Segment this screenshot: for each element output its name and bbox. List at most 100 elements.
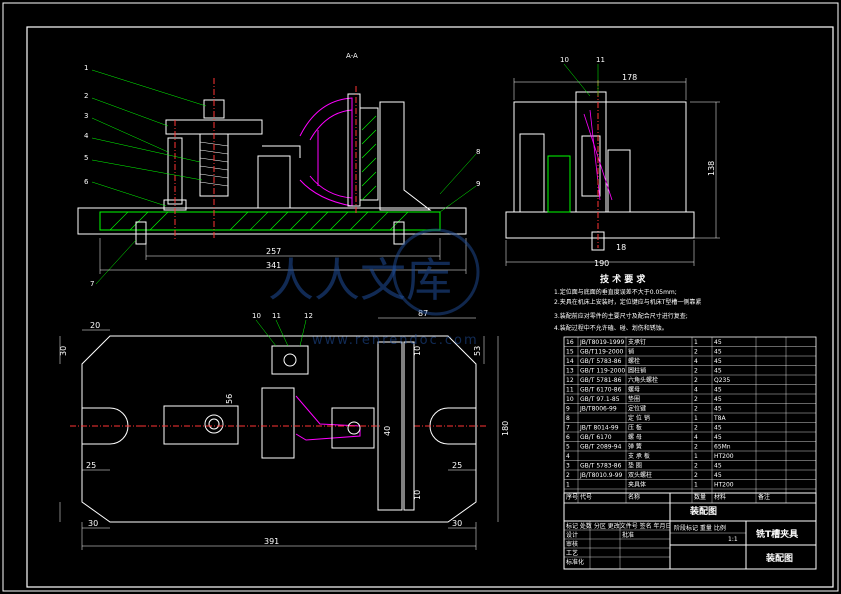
bom-cell: 45 (714, 463, 722, 470)
section-label: A-A (346, 52, 358, 60)
leader-label: 6 (84, 178, 89, 186)
bom-cell: 2 (694, 406, 698, 413)
side-view: 10 11 178 138 190 18 (505, 56, 720, 268)
leader-label: 11 (596, 56, 605, 64)
leader-label: 12 (304, 312, 313, 320)
bom-cell: JB/T8019-1999 (579, 339, 624, 346)
bom-cell: 45 (714, 406, 722, 413)
bom-cell: 弹 簧 (628, 443, 642, 451)
bom-cell: 2 (694, 377, 698, 384)
bom-cell: 4 (694, 358, 698, 365)
bom-cell: 1 (694, 415, 698, 422)
bom-cell: 45 (714, 396, 722, 403)
bom-cell: 定 位 销 (628, 414, 650, 422)
bom-cell: GB/T 119-2000 (580, 368, 625, 375)
bom-cell: 10 (566, 396, 574, 403)
bom-cell: 16 (566, 339, 574, 346)
bom-cell: 3 (566, 463, 570, 470)
bom-cell: 2 (694, 472, 698, 479)
dimension: 178 (622, 73, 637, 82)
title-row: 工艺 (566, 549, 578, 557)
bom-header: 序号 (566, 493, 578, 501)
bom-cell: 六角头螺栓 (628, 376, 658, 384)
bom-cell: 45 (714, 425, 722, 432)
front-view: A-A (77, 52, 480, 288)
dimension: 257 (266, 247, 281, 256)
bom-cell: 2 (694, 349, 698, 356)
watermark-url: www.renrendoc.com (312, 333, 479, 348)
dimension: 391 (264, 537, 279, 546)
drawing-type: 装配图 (689, 505, 717, 517)
leader-label: 10 (560, 56, 569, 64)
title-block: 装配图 铣T槽夹具 装配图 标记 处数 分区 更改文件号 签名 年月日 设计 审… (563, 492, 817, 570)
bom-cell: 11 (566, 387, 574, 394)
bom-cell: 2 (694, 368, 698, 375)
part-name: 铣T槽夹具 (756, 528, 798, 540)
dimension: 138 (707, 161, 716, 176)
bom-cell: JB/T8006-99 (579, 406, 617, 413)
bom-cell: 2 (694, 396, 698, 403)
leader-label: 10 (252, 312, 261, 320)
bom-cell: Q235 (714, 377, 730, 384)
tech-line: 2.夹具在机床上安装时，定位键应与机床T型槽一侧靠紧 (554, 298, 701, 306)
bom-cell: 销 (628, 348, 634, 356)
title-row: 标记 处数 分区 更改文件号 签名 年月日 (566, 522, 672, 530)
leader-label: 9 (476, 180, 480, 188)
bom-cell: 1 (694, 453, 698, 460)
bom-cell: 45 (714, 349, 722, 356)
bom-cell: 螺 母 (628, 433, 642, 441)
leader-label: 3 (84, 112, 88, 120)
bom-cell: 14 (566, 358, 574, 365)
bom-cell: 2 (694, 463, 698, 470)
bom-cell: GB/T 6170-86 (580, 387, 622, 394)
tech-line: 4.装配过程中不允许磕、碰、划伤和锈蚀。 (554, 324, 668, 332)
leader-label: 11 (272, 312, 281, 320)
bom-cell: 夹具体 (628, 481, 646, 489)
tech-title: 技 术 要 求 (600, 273, 646, 285)
bom-cell: 5 (566, 444, 570, 451)
bom-cell: 13 (566, 368, 574, 375)
title-row: 标准化 (566, 558, 584, 566)
bom-cell: 4 (566, 453, 570, 460)
bom-cell: 4 (694, 387, 698, 394)
bom-cell: GB/T 97.1-85 (580, 396, 620, 403)
dimension: 18 (616, 243, 626, 252)
tech-line: 1.定位面与底面的垂直度误差不大于0.05mm; (554, 288, 677, 296)
title-row: 审核 (566, 540, 578, 548)
bom-header: 名称 (628, 493, 640, 501)
bom-cell: 2 (566, 472, 570, 479)
dimension: 56 (225, 394, 234, 404)
dimension: 20 (90, 321, 100, 330)
bom-cell: 8 (566, 415, 570, 422)
leader-label: 1 (84, 64, 88, 72)
title-row: 批准 (622, 531, 634, 539)
bom-cell: T8A (713, 415, 726, 422)
bom-cell: 2 (694, 425, 698, 432)
bom-cell: 45 (714, 434, 722, 441)
bom-cell: GB/T 5783-86 (580, 358, 622, 365)
bom-cell: 45 (714, 387, 722, 394)
bom-cell: 1 (694, 482, 698, 489)
bom-cell: 15 (566, 349, 574, 356)
bom-cell: 圆柱销 (628, 367, 646, 375)
bom-cell: 9 (566, 406, 570, 413)
bom-header: 备注 (758, 493, 770, 501)
bom-cell: 6 (566, 434, 570, 441)
bom-cell: 2 (694, 444, 698, 451)
dimension: 341 (266, 261, 281, 270)
bom-cell: JB/T 8014-99 (579, 425, 619, 432)
bom-cell: JB/T8010.9-99 (579, 472, 623, 479)
bom-cell: 螺栓 (628, 357, 640, 365)
title-row: 阶段标记 重量 比例 (674, 524, 726, 532)
technical-requirements: 技 术 要 求 1.定位面与底面的垂直度误差不大于0.05mm; 2.夹具在机床… (554, 273, 701, 332)
scale: 1:1 (728, 536, 738, 543)
bom-cell: 4 (694, 434, 698, 441)
dimension: 10 (413, 346, 422, 356)
bom-cell: 垫圈 (628, 395, 640, 403)
bom-cell: HT200 (714, 453, 734, 460)
leader-label: 2 (84, 92, 88, 100)
bom-cell: 1 (566, 482, 570, 489)
bom-cell: 支承钉 (628, 338, 646, 346)
tech-line: 3.装配前应对零件的主要尺寸及配合尺寸进行复查; (554, 312, 688, 320)
